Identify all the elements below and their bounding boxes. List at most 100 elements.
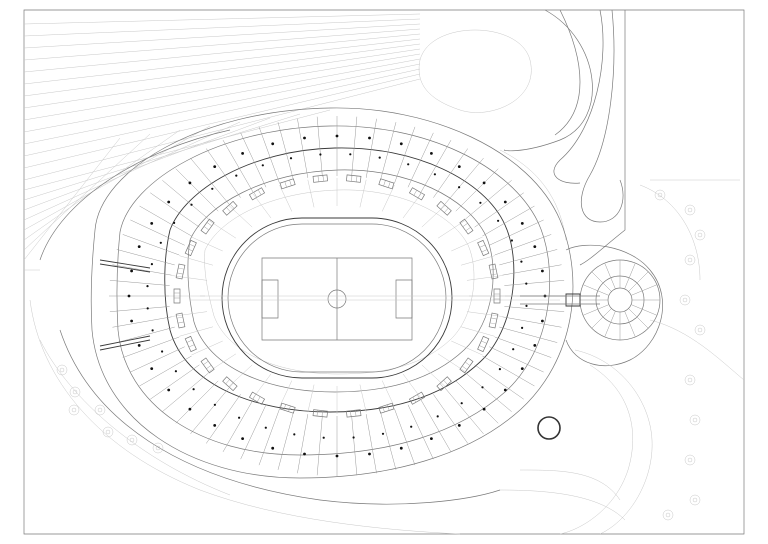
inner-radial <box>172 276 207 281</box>
room-divider <box>490 323 496 324</box>
column-dot <box>381 432 385 435</box>
tree-core <box>698 233 702 237</box>
column-dot <box>322 436 325 439</box>
room-block <box>223 201 237 215</box>
seating-radial <box>190 158 229 204</box>
room-divider <box>257 397 260 402</box>
column-dot <box>213 165 217 169</box>
seating-radial <box>117 327 175 343</box>
inner-radial <box>192 237 223 251</box>
room <box>346 410 361 417</box>
tree <box>57 365 67 375</box>
room <box>379 403 394 413</box>
column-dot <box>161 350 164 353</box>
room-block <box>201 219 214 234</box>
approach-ramps <box>100 260 600 350</box>
landscape-lines <box>24 14 420 260</box>
seating-radial <box>112 265 171 275</box>
inner-radial <box>360 385 366 413</box>
seating-radial <box>394 409 415 465</box>
column-dot <box>213 403 216 406</box>
seating-radial <box>445 158 484 204</box>
room <box>494 289 500 303</box>
room-divider <box>189 244 194 246</box>
landscape-line <box>24 49 420 108</box>
room <box>379 179 394 189</box>
inner-radial <box>461 327 495 337</box>
seating-radial <box>117 249 175 265</box>
seating-radial <box>366 119 376 178</box>
column-dot <box>482 181 486 185</box>
room-block <box>185 336 196 351</box>
column-dot <box>303 452 306 456</box>
seating-radial <box>504 280 564 285</box>
room <box>478 240 489 255</box>
room-divider <box>318 176 319 182</box>
room <box>176 264 185 279</box>
column-dot <box>150 367 154 370</box>
landscape-line <box>24 34 420 72</box>
plaza-spoke <box>605 311 616 337</box>
landscape-line <box>24 44 420 96</box>
room-divider <box>465 362 470 366</box>
room-block <box>437 377 451 391</box>
room <box>460 219 473 234</box>
seating-radial <box>223 400 253 452</box>
room-divider <box>356 176 357 182</box>
seating-radial <box>241 133 266 187</box>
seating-radial <box>317 416 322 476</box>
tree <box>663 510 673 520</box>
room-divider <box>418 193 421 198</box>
room-divider <box>229 383 233 387</box>
room-divider <box>322 411 323 417</box>
landscape-line <box>24 122 240 220</box>
inner-radial <box>280 381 292 407</box>
room-divider <box>350 411 351 417</box>
room <box>174 289 180 303</box>
room-block <box>346 175 361 182</box>
seating-radial <box>297 119 307 178</box>
round-plaza <box>580 260 660 340</box>
room <box>478 336 489 351</box>
column-dot <box>319 153 322 156</box>
room-divider <box>444 208 448 212</box>
room <box>201 358 214 373</box>
inner-radial <box>208 220 236 238</box>
tree <box>127 435 137 445</box>
column-dot <box>271 142 275 146</box>
athletics-track <box>222 218 452 378</box>
room-divider <box>177 317 183 318</box>
room <box>409 188 424 200</box>
inner-radial <box>208 354 236 372</box>
column-dot <box>137 344 141 347</box>
column-dot <box>151 329 154 332</box>
radial-seating-grid <box>109 116 565 476</box>
column-dot <box>407 163 410 166</box>
landscape-line <box>24 110 330 190</box>
landscape-line <box>24 19 420 36</box>
room-divider <box>206 365 211 369</box>
room <box>249 392 264 404</box>
column-dot <box>146 285 149 288</box>
column-dot <box>498 368 501 371</box>
column-dot <box>433 173 436 176</box>
room-block <box>460 219 473 234</box>
seating-radial <box>502 265 561 275</box>
plaza-spoke <box>628 272 648 292</box>
column-dot <box>190 203 193 206</box>
inner-radial <box>382 185 394 211</box>
room-divider <box>203 361 208 365</box>
seating-radial <box>150 365 199 399</box>
plaza-spoke <box>631 285 657 296</box>
room-divider <box>230 204 234 208</box>
tree <box>685 455 695 465</box>
column-dot <box>127 294 131 298</box>
column-dot <box>497 219 500 222</box>
room-divider <box>178 322 184 323</box>
room-divider <box>480 245 485 247</box>
room-block <box>223 377 237 391</box>
room-divider <box>187 340 192 342</box>
seating-radial <box>475 193 524 227</box>
column-dot <box>130 319 134 323</box>
